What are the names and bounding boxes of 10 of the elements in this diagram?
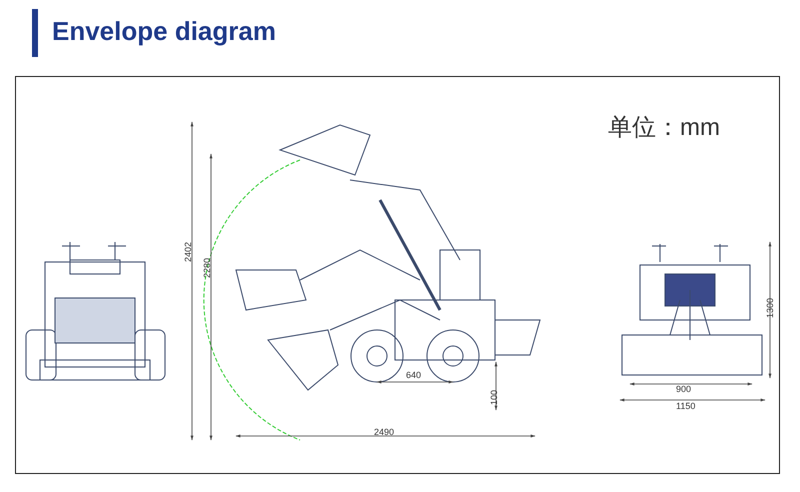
- dimension-label: 900: [676, 385, 692, 394]
- dimension-label: 2402: [184, 242, 193, 262]
- dimension-label: 1300: [766, 298, 775, 318]
- dimension-label: 2490: [374, 428, 394, 437]
- dimension-label: 1150: [676, 402, 696, 411]
- title: Envelope diagram: [52, 16, 276, 47]
- unit-label: 单位：mm: [608, 116, 720, 140]
- dimension-label: 2280: [203, 258, 212, 278]
- dimension-label: 100: [490, 390, 499, 405]
- dimension-label: 640: [406, 371, 422, 380]
